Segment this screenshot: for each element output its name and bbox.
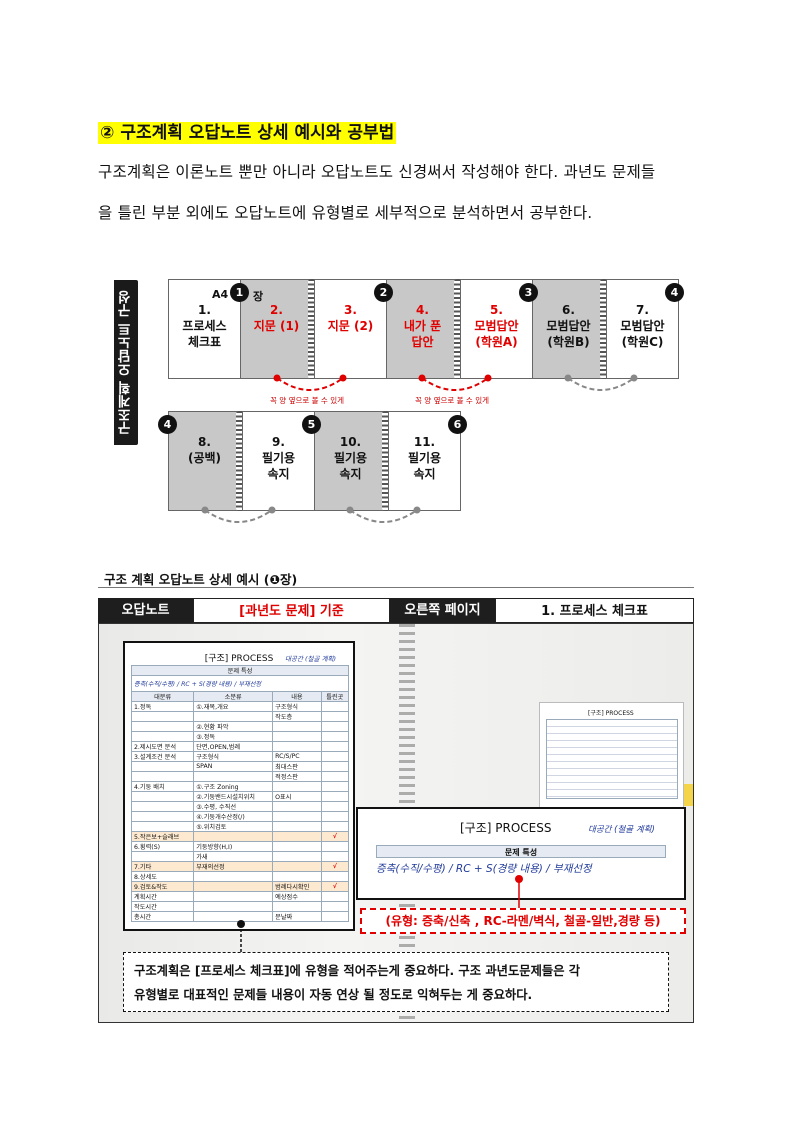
header-odap-note: 오답노트 [98,598,193,623]
zoom-subheader: 문제 특성 [376,845,666,858]
jang-label: 장 [253,290,264,303]
page-label: 필기용 [333,451,368,465]
example-photo: [구조] PROCESS 대공간 (철골 계획) 문제 특성 증축(수직/수평)… [98,623,694,1023]
note-page-10: 10. 필기용 속지 [314,411,387,511]
step-badge-3: 3 [519,283,538,302]
spiral-binding [454,279,464,379]
page-label: 필기용 [261,451,296,465]
page-label: 모범답안 [546,319,591,333]
spiral-binding [236,411,246,511]
page-label: 답안 [411,335,434,349]
page-label: 모범답안 [620,319,665,333]
step-badge-2: 2 [374,283,393,302]
page-label: (학원B) [547,335,590,349]
page-number: 2. [270,303,283,317]
note-line-2: 유형별로 대표적인 문제들 내용이 자동 연상 될 정도로 익혀두는 게 중요하… [134,988,533,1002]
heading-number: ② [100,123,115,143]
page-number: 10. [339,435,362,449]
step-badge-4b: 4 [158,415,177,434]
note-page-6: 6. 모범답안 (학원B) [532,279,605,379]
step-badge-6: 6 [448,415,467,434]
step-badge-5: 5 [302,415,321,434]
heading-highlight: ② 구조계획 오답노트 상세 예시와 공부법 [98,122,397,144]
page-number: 1. [198,303,211,317]
page-number: 9. [272,435,285,449]
sheet-handnote: 대공간 (철골 계획) [285,655,337,663]
page-label: 지문 (1) [253,319,300,333]
heading-text: 구조계획 오답노트 상세 예시와 공부법 [120,123,395,143]
paragraph-line-1: 구조계획은 이론노트 뿐만 아니라 오답노트도 신경써서 작성해야 한다. 과년… [98,163,656,181]
page-number: 6. [562,303,575,317]
section-heading: ② 구조계획 오답노트 상세 예시와 공부법 [98,118,397,144]
process-table: 문제 특성 증축(수직/수평) / RC + S(경량 내용) / 부재선정 대… [130,665,350,922]
page-label: (학원A) [475,335,518,349]
page-number: 5. [490,303,503,317]
zoom-pointer [237,875,523,952]
process-sheet: [구조] PROCESS 대공간 (철골 계획) 문제 특성 증축(수직/수평)… [123,641,355,931]
note-line-1: 구조계획은 [프로세스 체크표]에 유형을 적어주는게 중요하다. 구조 과년도… [134,964,581,978]
note-page-5: 5. 모범답안 (학원A) [460,279,533,379]
zoom-box: [구조] PROCESS 대공간 (철골 계획) 문제 특성 증축(수직/수평)… [356,807,686,900]
note-page-2: 2. 지문 (1) [240,279,313,379]
note-page-1: 1. 프로세스 체크표 [168,279,241,379]
a4-label: A4 [212,288,229,301]
mini-sheet-thumbnail: [구조] PROCESS [539,702,684,812]
mini-title: [구조] PROCESS [588,710,634,717]
page-label: (공백) [187,451,222,465]
sheet-title: [구조] PROCESS [204,654,274,664]
spiral-binding [600,279,610,379]
header-process-check: 1. 프로세스 체크표 [495,598,694,623]
note-page-4: 4. 내가 푼 답안 [386,279,459,379]
page-number: 3. [344,303,357,317]
step-badge-4: 4 [665,283,684,302]
page-label: 체크표 [187,335,222,349]
header-right-page: 오른쪽 페이지 [390,598,495,623]
page-label: 속지 [267,467,290,481]
table-row: ③.정독 [130,731,350,742]
sticky-tab [684,784,693,806]
spiral-binding [382,411,392,511]
zoom-handwritten: 증축(수직/수평) / RC + S(경량 내용) / 부재선정 [376,863,592,875]
summary-note: 구조계획은 [프로세스 체크표]에 유형을 적어주는게 중요하다. 구조 과년도… [123,952,669,1012]
page-label: (학원C) [621,335,664,349]
page-label: 내가 푼 [403,319,442,333]
page-label: 속지 [413,467,436,481]
step-badge-1: 1 [230,283,249,302]
diagram-vertical-label: 구조계획 오답노트 구성 [114,280,138,445]
page-number: 8. [198,435,211,449]
note-page-11: 11. 필기용 속지 [388,411,461,511]
divider [98,587,694,588]
table-cell: 총시간 [130,911,195,922]
page-number: 11. [413,435,436,449]
spiral-binding [308,279,318,379]
zoom-handnote: 대공간 (철골 계획) [588,825,655,835]
zoom-title: [구조] PROCESS [460,821,552,835]
table-cell [320,911,350,922]
mini-table [546,719,678,799]
page-label: 필기용 [407,451,442,465]
paragraph-line-2: 을 틀린 부분 외에도 오답노트에 유형별로 세부적으로 분석하면서 공부한다. [98,204,593,222]
arc-note-1: 꼭 양 옆으로 볼 수 있게 [270,396,345,405]
header-past-exam: [과년도 문제] 기준 [193,598,390,623]
page-label: 속지 [339,467,362,481]
page-label: 프로세스 [182,319,227,333]
page-number: 7. [636,303,649,317]
page-number: 4. [416,303,429,317]
note-page-8: 8. (공백) [168,411,241,511]
arc-note-2: 꼭 양 옆으로 볼 수 있게 [415,396,490,405]
page-label: 모범답안 [474,319,519,333]
example-title: 구조 계획 오답노트 상세 예시 (❶장) [104,572,298,587]
type-box: (유형: 증축/신축 , RC-라멘/벽식, 철골-일반,경량 등) [360,908,686,934]
page-label: 지문 (2) [327,319,374,333]
